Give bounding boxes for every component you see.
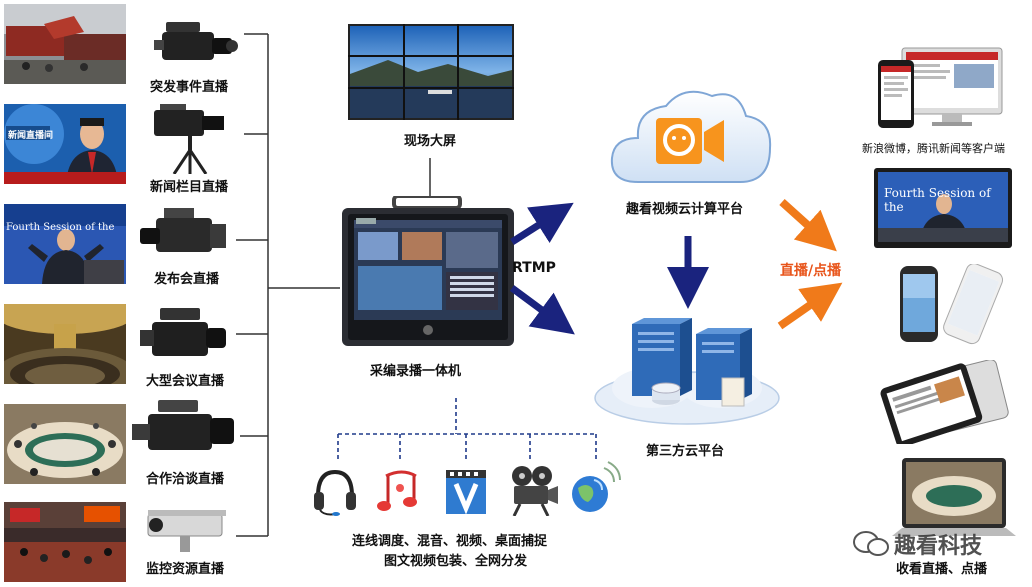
arrow-third-party-to-viewers xyxy=(777,282,843,330)
press-photo-caption: Fourth Session of the xyxy=(6,222,115,233)
monitor-display: Fourth Session of the xyxy=(874,168,1012,248)
cloud-platform-icon xyxy=(608,82,774,190)
video-wall-display xyxy=(348,24,514,120)
laptop-icon xyxy=(892,456,1018,552)
broadcast-camcorder-icon xyxy=(132,398,236,462)
third-party-platform-label: 第三方云平台 xyxy=(646,444,725,459)
video-wall-label: 现场大屏 xyxy=(404,134,457,149)
news-photo-caption: 新闻直播间 xyxy=(8,131,54,141)
source-label-press-conference: 发布会直播 xyxy=(154,272,220,287)
watermark-text: 趣看科技 xyxy=(894,534,983,559)
surveillance-camera-icon xyxy=(140,506,234,556)
handheld-camera-icon xyxy=(152,14,238,70)
photo-assembly-hall xyxy=(4,304,126,384)
film-projector-icon xyxy=(506,464,560,516)
clients-label: 新浪微博，腾讯新闻等客户端 xyxy=(862,142,1005,155)
source-label-surveillance: 监控资源直播 xyxy=(146,562,225,577)
photo-round-table-meeting xyxy=(4,404,126,484)
cloud-platform-label: 趣看视频云计算平台 xyxy=(626,202,744,217)
tripod-studio-camera-icon xyxy=(150,104,230,174)
shoulder-camera-icon xyxy=(140,206,230,266)
source-label-breaking-news: 突发事件直播 xyxy=(150,80,229,95)
photo-news-anchor: 新闻直播间 xyxy=(4,104,126,184)
video-file-icon xyxy=(440,466,492,518)
arrow-encoder-to-third-party xyxy=(509,285,575,335)
third-party-server-icon xyxy=(592,318,782,426)
source-label-large-conference: 大型会议直播 xyxy=(146,374,225,389)
rtmp-label: RTMP xyxy=(512,260,556,276)
arrow-encoder-to-cloud xyxy=(510,202,574,245)
arrow-cloud-to-viewers xyxy=(779,199,837,252)
features-line-1: 连线调度、混音、视频、桌面捕捉 xyxy=(352,534,548,549)
monitor-caption: Fourth Session of the xyxy=(884,186,991,214)
tablets-icon xyxy=(880,360,1010,444)
live-vod-label: 直播/点播 xyxy=(780,263,842,279)
smartphones-icon xyxy=(898,264,1008,346)
watch-label: 收看直播、点播 xyxy=(896,562,988,577)
broadcast-encoder-device xyxy=(340,196,516,348)
globe-icon xyxy=(568,458,624,516)
music-notes-icon xyxy=(372,466,426,518)
headset-icon xyxy=(310,468,360,516)
wechat-logo-icon xyxy=(852,530,890,558)
photo-exhibition-crowd xyxy=(4,502,126,582)
source-label-negotiation: 合作洽谈直播 xyxy=(146,472,225,487)
photo-accident-scene xyxy=(4,4,126,84)
source-label-news-program: 新闻栏目直播 xyxy=(150,180,229,195)
photo-press-conference: Fourth Session of the xyxy=(4,204,126,284)
features-line-2: 图文视频包装、全网分发 xyxy=(384,554,528,569)
pro-camcorder-icon xyxy=(140,302,230,366)
phone-and-desktop-devices xyxy=(876,46,1006,132)
encoder-label: 采编录播一体机 xyxy=(370,364,462,379)
